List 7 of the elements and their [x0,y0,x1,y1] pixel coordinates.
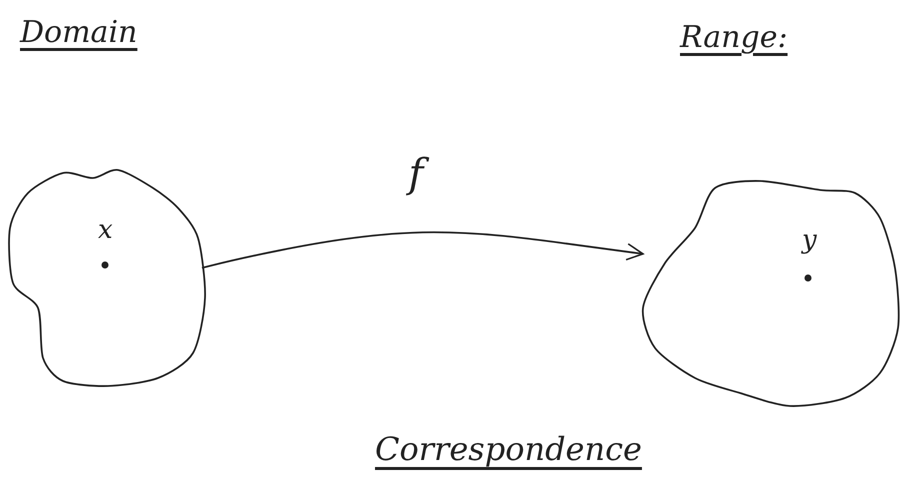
caption: Correspondence [375,430,642,468]
set-heading: Range: [680,20,788,55]
element-label: y [802,225,817,255]
element-label: x [98,215,113,245]
arrow [202,231,644,269]
set-heading: Domain [20,15,138,50]
function-label: f [404,154,428,194]
